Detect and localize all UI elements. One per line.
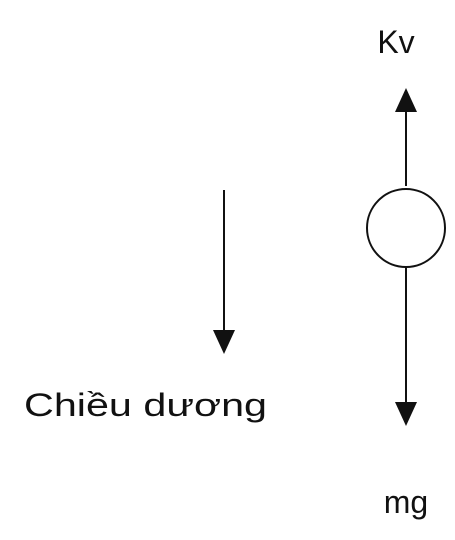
falling-body [366, 188, 446, 268]
weight-force-arrow [395, 267, 417, 426]
drag-force-label: Kv [377, 24, 414, 60]
positive-direction-arrow [213, 190, 235, 354]
weight-force-label: mg [384, 484, 428, 520]
positive-direction-label: Chiều dương [24, 387, 267, 423]
drag-force-arrow [395, 88, 417, 186]
